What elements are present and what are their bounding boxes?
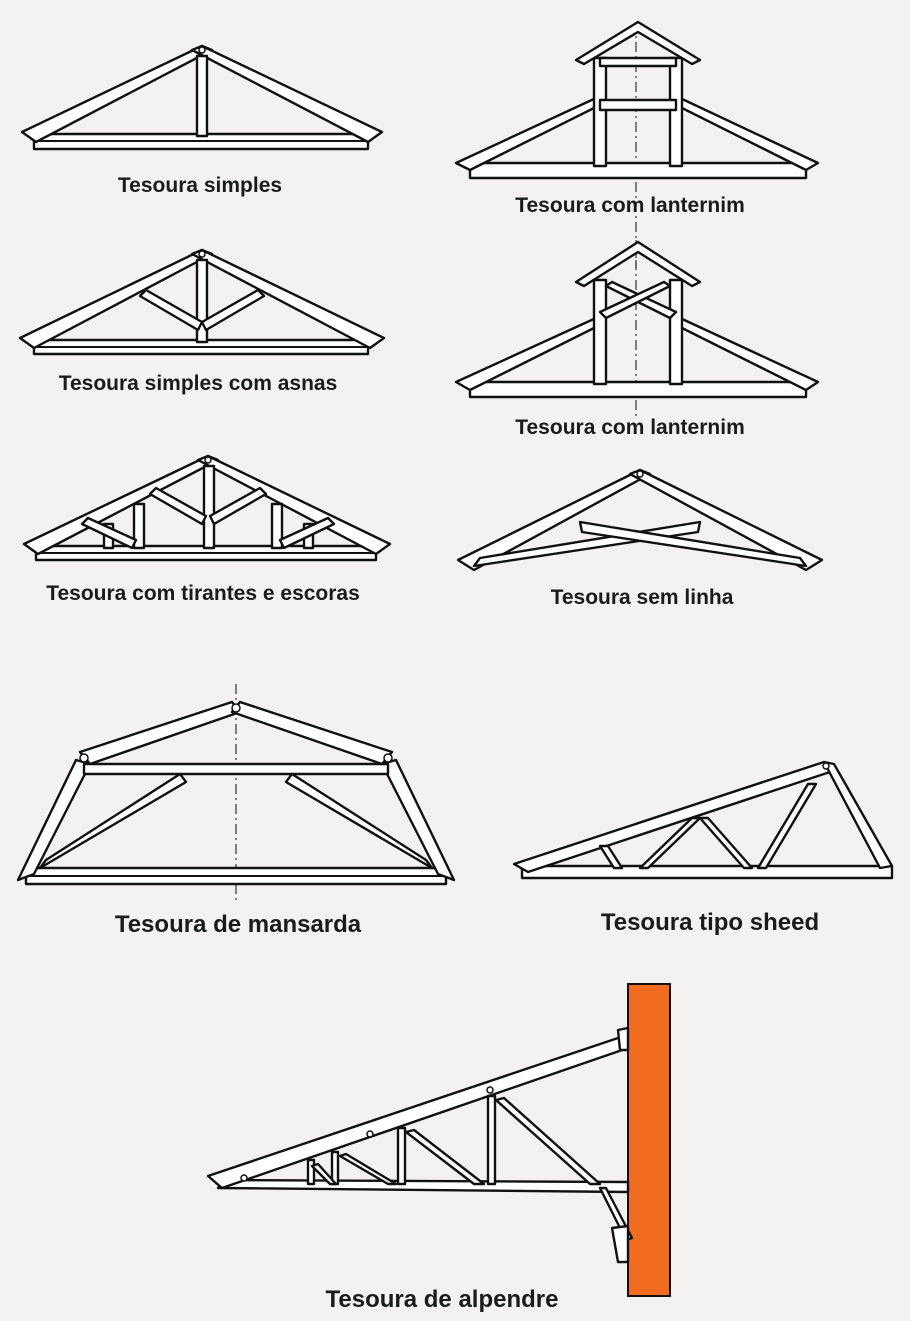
rafter bbox=[512, 760, 832, 874]
post-right bbox=[270, 502, 284, 550]
rafter-right bbox=[672, 96, 820, 172]
strut-left bbox=[138, 288, 204, 332]
vertical-member bbox=[822, 760, 894, 870]
lantern-post-right bbox=[668, 56, 684, 168]
web-4 bbox=[756, 782, 818, 870]
web-diag-2 bbox=[338, 1152, 398, 1186]
rafter-right bbox=[672, 316, 820, 392]
label-tesoura-lanternim-1: Tesoura com lanternim bbox=[515, 194, 745, 217]
web-3 bbox=[698, 816, 754, 870]
strut-right-outer bbox=[278, 516, 336, 550]
mansard-right-outer bbox=[380, 758, 456, 882]
rafter-left bbox=[20, 44, 214, 144]
truss-lanternim-1: Tesoura com lanternim bbox=[454, 20, 820, 268]
upper-rafter-right bbox=[230, 700, 394, 766]
truss-tirantes-escoras: Tesoura com tirantes e escoras bbox=[22, 454, 392, 605]
strut-left-outer bbox=[80, 516, 138, 550]
tie-beam bbox=[520, 864, 894, 880]
label-tesoura-alpendre: Tesoura de alpendre bbox=[326, 1286, 559, 1313]
collar-beam bbox=[82, 762, 390, 776]
rafter-right bbox=[196, 454, 392, 556]
truss-sem-linha: Tesoura sem linha bbox=[456, 468, 824, 609]
label-tesoura-mansarda: Tesoura de mansarda bbox=[115, 911, 362, 938]
truss-simples-asnas: Tesoura simples com asnas bbox=[18, 248, 386, 395]
tie-beam bbox=[216, 1178, 630, 1194]
lantern-brace-b bbox=[598, 280, 672, 320]
post-left bbox=[132, 502, 146, 550]
truss-sheed: Tesoura tipo sheed bbox=[512, 760, 894, 936]
web-post-4 bbox=[486, 1094, 497, 1186]
web-post-3 bbox=[396, 1126, 407, 1186]
strut-left bbox=[38, 772, 188, 870]
mansard-left-outer bbox=[16, 758, 92, 882]
tie-beam bbox=[468, 161, 808, 180]
rafter-right bbox=[628, 468, 824, 572]
wall-column bbox=[627, 983, 671, 1297]
label-tesoura-tirantes: Tesoura com tirantes e escoras bbox=[46, 582, 360, 605]
rafter-left bbox=[18, 248, 214, 350]
lantern-post-left bbox=[592, 278, 608, 386]
label-tesoura-sheed: Tesoura tipo sheed bbox=[601, 909, 819, 936]
web-1 bbox=[598, 844, 624, 870]
label-tesoura-lanternim-2: Tesoura com lanternim bbox=[515, 416, 745, 439]
label-tesoura-simples: Tesoura simples bbox=[118, 174, 282, 197]
rafter-right bbox=[190, 44, 384, 144]
rafter-right bbox=[190, 248, 386, 350]
bracket-plate bbox=[610, 1224, 630, 1264]
truss-mansarda: Tesoura de mansarda bbox=[16, 684, 456, 938]
web-diag-3 bbox=[404, 1128, 486, 1186]
king-post bbox=[195, 258, 209, 344]
rafter-left bbox=[454, 316, 604, 392]
strut-right bbox=[208, 486, 268, 526]
lantern-top-beam bbox=[598, 56, 678, 68]
collar-right bbox=[578, 520, 808, 568]
king-post bbox=[195, 54, 209, 138]
strut-right bbox=[200, 288, 266, 332]
lantern-post-left bbox=[592, 56, 608, 168]
wall-plate bbox=[616, 1026, 630, 1052]
web-post-1 bbox=[306, 1158, 316, 1186]
lantern-beam bbox=[598, 98, 678, 112]
web-diag-1 bbox=[310, 1162, 338, 1186]
truss-lanternim-2: Tesoura com lanternim bbox=[454, 240, 820, 439]
web-diag-4 bbox=[494, 1096, 602, 1186]
label-tesoura-simples-asnas: Tesoura simples com asnas bbox=[59, 372, 338, 395]
lantern-roof bbox=[574, 20, 702, 66]
truss-simples: Tesoura simples bbox=[20, 44, 384, 197]
rafter bbox=[206, 1034, 630, 1190]
strut-right bbox=[284, 772, 434, 870]
truss-alpendre: Tesoura de alpendre bbox=[206, 983, 671, 1313]
upper-rafter-left bbox=[78, 700, 242, 766]
label-tesoura-sem-linha: Tesoura sem linha bbox=[551, 586, 734, 609]
king-post bbox=[202, 464, 216, 550]
tie-beam bbox=[468, 380, 808, 399]
lantern-post-right bbox=[668, 278, 684, 386]
rafter-left bbox=[454, 96, 604, 172]
lantern-roof bbox=[574, 240, 702, 288]
strut-left bbox=[148, 486, 208, 526]
